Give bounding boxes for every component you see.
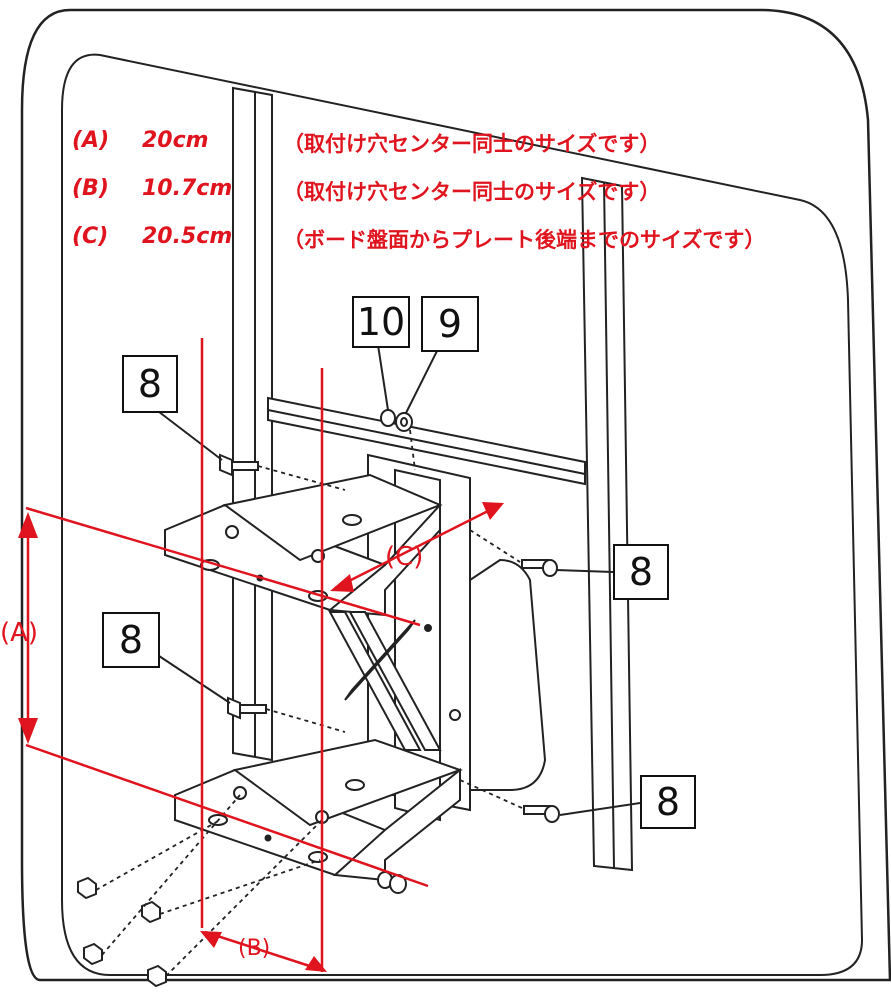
callout-bolt-lower-left: 8 xyxy=(102,612,160,668)
callout-washer: 9 xyxy=(421,296,479,352)
dimension-arrowheads xyxy=(18,502,504,972)
backboard-window xyxy=(469,558,547,791)
spec-note-a: （取付け穴センター同士のサイズです） xyxy=(283,132,661,156)
callout-bolt-upper-left: 8 xyxy=(122,355,178,413)
right-rail xyxy=(580,176,634,872)
spec-note-b: （取付け穴センター同士のサイズです） xyxy=(283,180,661,204)
spec-key-c: (C) xyxy=(72,224,109,249)
spec-note-c: （ボード盤面からプレート後端までのサイズです） xyxy=(283,228,766,252)
top-washer xyxy=(395,412,413,432)
dimension-label-b: (B) xyxy=(238,936,271,961)
spec-value-b: 10.7cm xyxy=(142,176,233,201)
bottom-nuts xyxy=(77,871,407,988)
diagonal-braces xyxy=(328,611,442,751)
spec-value-a: 20cm xyxy=(142,128,209,153)
callout-bolt-right-lower: 8 xyxy=(640,775,696,829)
bolt-upper-left xyxy=(219,453,259,477)
bolt-right-upper xyxy=(521,559,558,577)
spec-key-b: (B) xyxy=(72,176,109,201)
bolt-right-lower xyxy=(523,805,560,823)
backboard-outer xyxy=(20,8,891,982)
spec-key-a: (A) xyxy=(72,128,110,153)
dimension-label-a: (A) xyxy=(0,618,39,648)
dimension-lines xyxy=(25,338,501,972)
dimension-label-c: (C) xyxy=(385,542,424,572)
callout-bolt-right-upper: 8 xyxy=(613,544,669,600)
callout-leaders xyxy=(149,344,641,816)
backboard-inner xyxy=(61,53,864,976)
spec-value-c: 20.5cm xyxy=(142,224,233,249)
top-nut xyxy=(380,409,396,427)
upper-bracket xyxy=(164,473,443,617)
left-rail xyxy=(232,86,273,762)
callout-nut: 10 xyxy=(352,296,410,348)
assembly-lines xyxy=(95,429,523,977)
lower-bracket xyxy=(174,738,463,882)
